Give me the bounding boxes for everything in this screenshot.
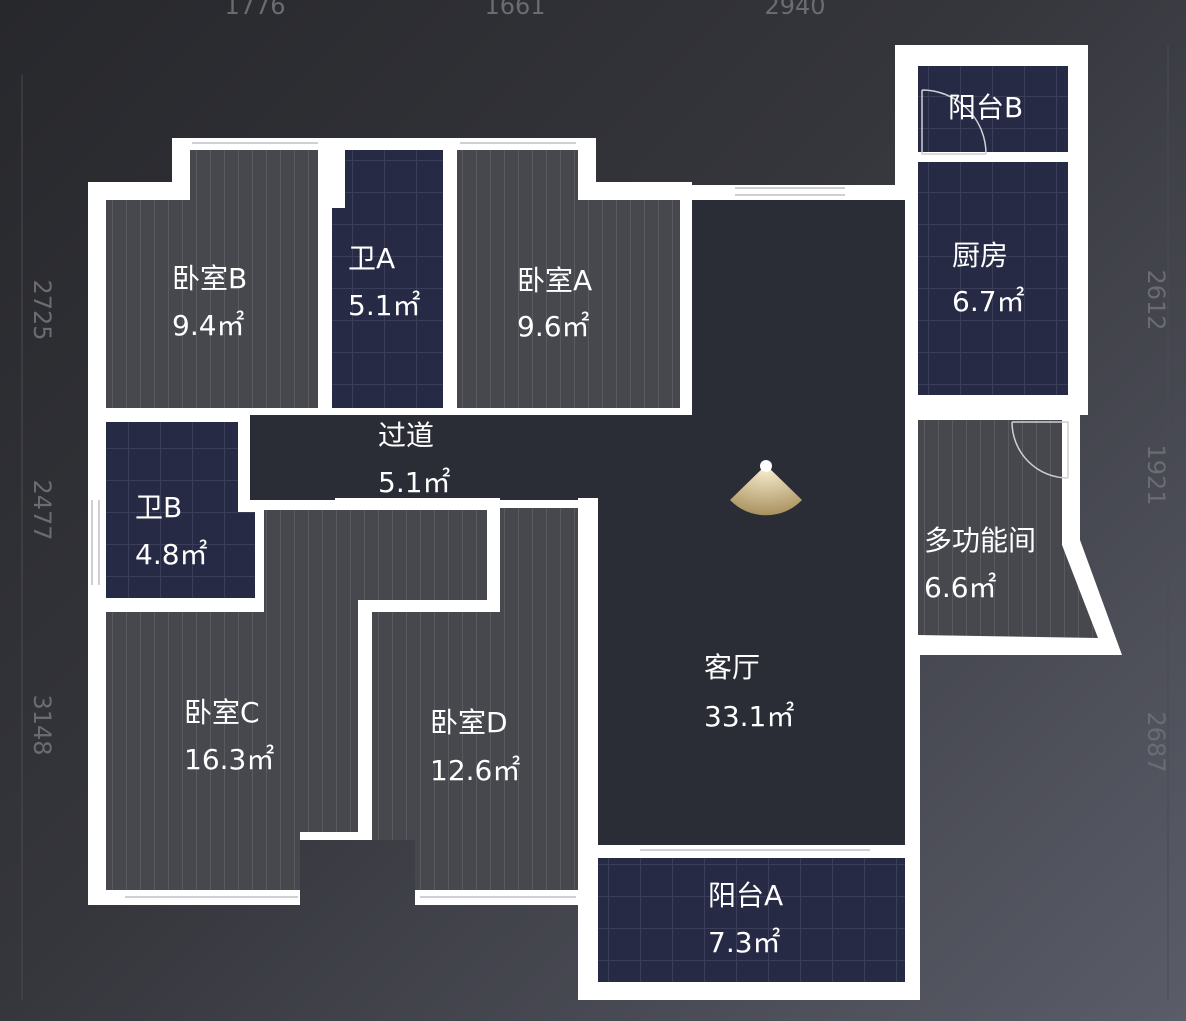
room-balcony-a[interactable]: [598, 858, 905, 982]
dim-top-1: 1776: [224, 0, 285, 20]
room-bathroom-a[interactable]: [332, 150, 443, 408]
room-area: 16.3㎡: [184, 743, 274, 776]
room-balcony-b[interactable]: [918, 66, 1068, 152]
dim-left-2: 2477: [28, 479, 56, 540]
room-multifunction[interactable]: [918, 420, 1098, 638]
room-bedroom-a[interactable]: [457, 150, 680, 408]
room-label: 多功能间: [924, 524, 1036, 557]
room-bedroom-c[interactable]: [106, 510, 487, 890]
room-label: 卫A: [348, 242, 395, 275]
door-multifunction[interactable]: [1011, 421, 1069, 479]
room-label: 卫B: [135, 491, 182, 524]
room-area: 6.6㎡: [924, 571, 997, 604]
room-area: 33.1㎡: [704, 700, 794, 733]
room-area: 9.6㎡: [517, 310, 590, 343]
room-area: 5.1㎡: [378, 466, 451, 499]
camera-view-cone-icon[interactable]: [730, 460, 802, 516]
room-label: 卧室A: [517, 264, 592, 297]
wall: [358, 600, 372, 840]
dim-right-1: 2612: [1142, 269, 1170, 330]
wall: [578, 498, 598, 508]
room-area: 6.7㎡: [952, 285, 1025, 318]
wall: [335, 498, 500, 510]
room-label: 过道: [378, 419, 434, 452]
dim-left-3: 3148: [28, 694, 56, 755]
dim-left-1: 2725: [28, 279, 56, 340]
dimension-guides: [21, 45, 1169, 1000]
door-balcony-b[interactable]: [921, 89, 987, 155]
room-area: 7.3㎡: [708, 926, 781, 959]
room-label: 阳台B: [948, 91, 1023, 124]
room-area: 4.8㎡: [135, 538, 208, 571]
room-label: 阳台A: [708, 879, 783, 912]
room-label: 客厅: [704, 651, 760, 684]
room-area: 12.6㎡: [430, 754, 520, 787]
room-label: 卧室B: [172, 262, 247, 295]
dim-right-2: 1921: [1142, 444, 1170, 505]
room-living[interactable]: [250, 200, 905, 845]
windows: [91, 142, 870, 898]
room-label: 卧室C: [184, 696, 260, 729]
room-bedroom-b[interactable]: [106, 150, 318, 408]
wall: [487, 505, 500, 605]
room-area: 5.1㎡: [348, 289, 421, 322]
wall: [358, 600, 500, 612]
dim-top-2: 1661: [484, 0, 545, 20]
dim-right-3: 2687: [1142, 711, 1170, 772]
room-kitchen[interactable]: [918, 162, 1068, 395]
room-bathroom-b[interactable]: [106, 422, 255, 598]
room-area: 9.4㎡: [172, 309, 245, 342]
room-label: 卧室D: [430, 706, 508, 739]
room-bedroom-d[interactable]: [372, 508, 578, 890]
dim-top-3: 2940: [764, 0, 825, 20]
room-label: 厨房: [952, 239, 1008, 272]
